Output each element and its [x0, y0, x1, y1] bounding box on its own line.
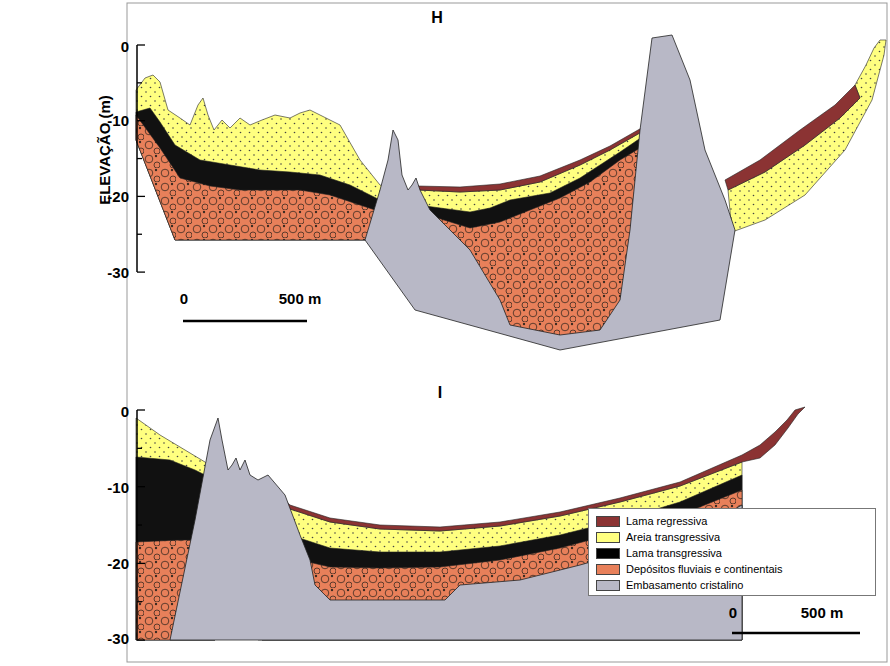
drawing-part — [725, 85, 860, 190]
frame — [127, 3, 887, 662]
scale-bar — [183, 320, 307, 323]
tick-label: 0 — [121, 404, 129, 419]
tick-label: -20 — [107, 189, 129, 204]
tick-label: -30 — [107, 631, 129, 646]
tick-label: -10 — [107, 480, 129, 495]
legend-text: Lama transgressiva — [626, 547, 722, 559]
drawing-part — [136, 75, 405, 240]
section-h-right — [725, 40, 886, 232]
legend-row: Depósitos fluviais e continentais — [596, 561, 867, 577]
tick-mark — [137, 120, 145, 121]
tick-label: -30 — [107, 265, 129, 280]
legend-text: Embasamento cristalino — [626, 579, 743, 591]
legend-swatch — [596, 580, 620, 591]
scale-label: 500 m — [801, 605, 844, 620]
legend-swatch — [596, 564, 620, 575]
tick-label: -10 — [107, 113, 129, 128]
drawing-part — [136, 108, 405, 240]
tick-mark — [137, 196, 145, 197]
legend-text: Areia transgressiva — [626, 531, 720, 543]
legend-text: Depósitos fluviais e continentais — [626, 563, 783, 575]
panel-title: I — [438, 385, 442, 401]
tick-mark — [137, 486, 145, 487]
legend-row: Lama transgressiva — [596, 545, 867, 561]
section-h-left — [136, 75, 405, 240]
legend-swatch — [596, 532, 620, 543]
tick-mark — [137, 524, 142, 525]
tick-mark — [137, 448, 142, 449]
axis-ticks — [137, 45, 145, 640]
drawing-part — [418, 126, 645, 192]
tick-mark — [137, 601, 142, 602]
tick-label: 0 — [121, 39, 129, 54]
legend-row: Lama regressiva — [596, 513, 867, 529]
legend-row: Embasamento cristalino — [596, 577, 867, 593]
scale-bar — [732, 632, 860, 635]
legend-row: Areia transgressiva — [596, 529, 867, 545]
tick-mark — [137, 158, 142, 159]
panel-title: H — [431, 10, 443, 26]
tick-mark — [137, 409, 145, 410]
legend-swatch — [596, 516, 620, 527]
scale-label: 0 — [729, 605, 737, 620]
drawing-part — [136, 115, 405, 240]
legend-text: Lama regressiva — [626, 515, 707, 527]
scale-label: 500 m — [279, 291, 322, 306]
tick-mark — [137, 563, 145, 564]
legend: Lama regressivaAreia transgressivaLama t… — [588, 508, 876, 596]
tick-mark — [137, 271, 145, 272]
legend-swatch — [596, 548, 620, 559]
tick-mark — [137, 44, 145, 45]
tick-label: -20 — [107, 556, 129, 571]
basement-h — [365, 35, 735, 350]
scale-label: 0 — [180, 291, 188, 306]
tick-mark — [137, 639, 145, 640]
tick-mark — [137, 82, 142, 83]
tick-mark — [137, 234, 142, 235]
